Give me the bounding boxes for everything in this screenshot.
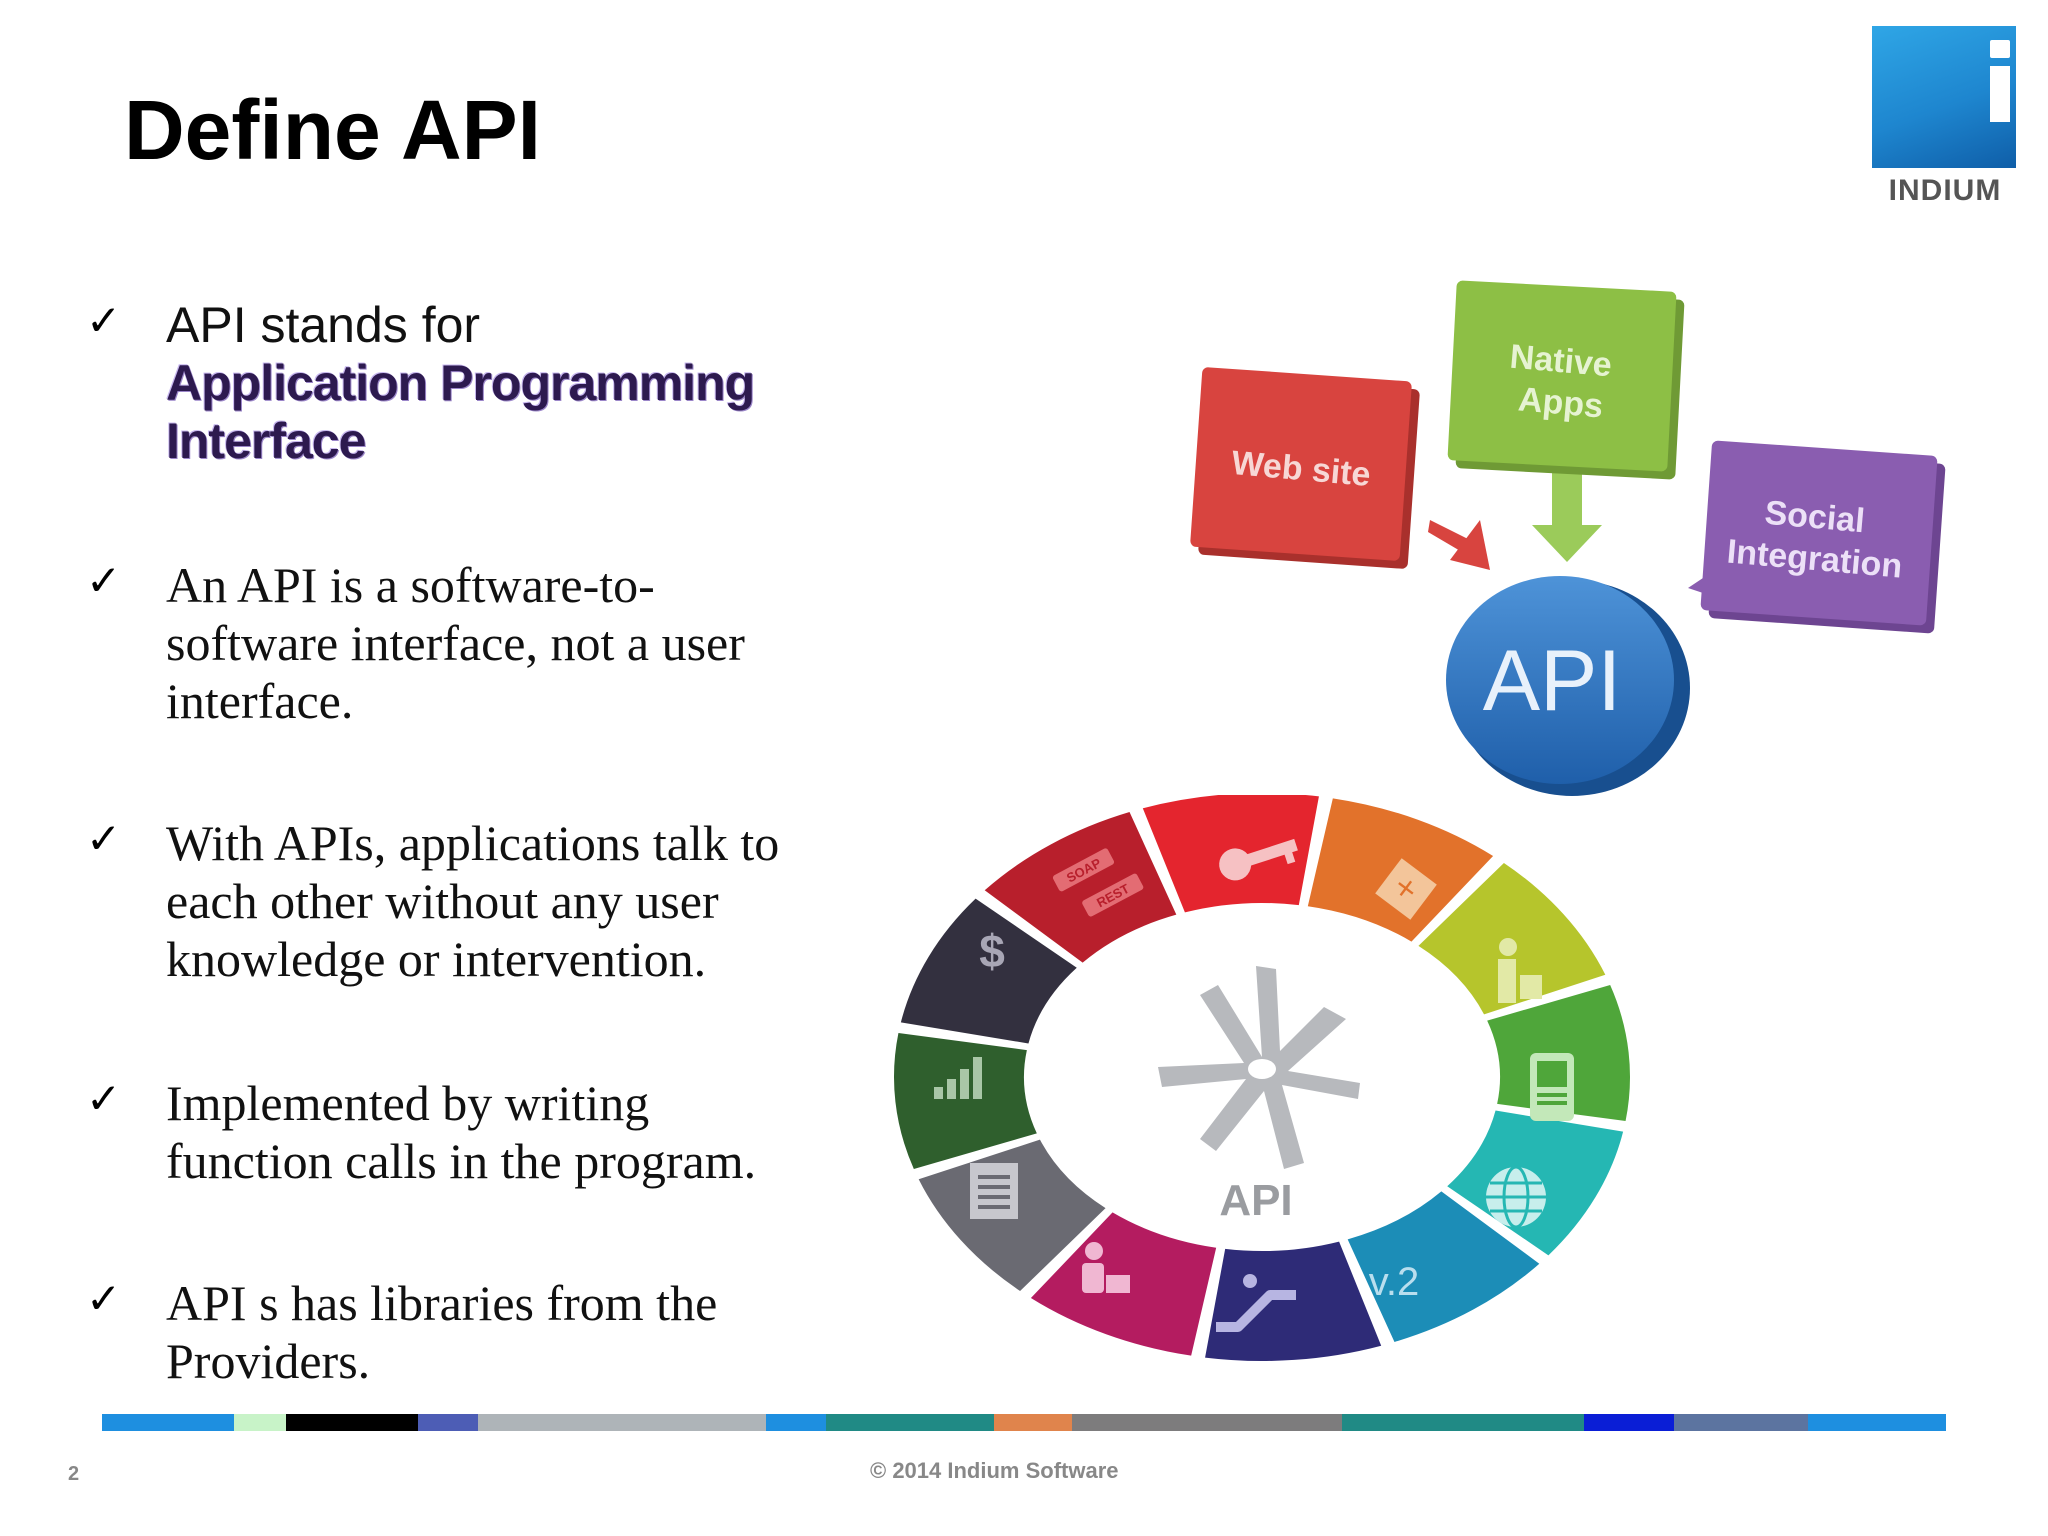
api-circle-label: API — [1483, 633, 1622, 729]
wheel-segments — [894, 795, 1630, 1361]
bullet-line: With APIs, applications talk to — [166, 815, 780, 871]
wheel-segment-escalator — [1205, 1241, 1382, 1361]
wheel-segment-dollar — [900, 898, 1077, 1044]
stripe-segment — [994, 1414, 1072, 1431]
website-box: Web site — [1190, 367, 1420, 569]
wheel-segment-bar-chart — [894, 1033, 1037, 1169]
native-apps-label-line1: Native — [1508, 338, 1613, 385]
stripe-segment — [1674, 1414, 1808, 1431]
social-integration-box: Social Integration — [1700, 440, 1946, 634]
user-upload-icon — [1498, 938, 1542, 1003]
stripe-segment — [102, 1414, 234, 1431]
version-icon: v.2 — [1369, 1260, 1419, 1304]
bullet-line: interface. — [166, 673, 354, 729]
logo-text: INDIUM — [1888, 174, 2002, 207]
stripe-segment — [418, 1414, 478, 1431]
api-star-icon — [1158, 966, 1360, 1169]
wheel-segment-user-upload — [1418, 862, 1606, 1015]
stripe-segment — [1342, 1414, 1584, 1431]
bullet-line: knowledge or intervention. — [166, 931, 707, 987]
native-apps-box: Native Apps — [1447, 280, 1685, 480]
wheel-segment-mobile — [1487, 985, 1630, 1121]
bullet-line: API s has libraries from the — [166, 1275, 718, 1331]
social-label-line1: Social — [1763, 494, 1866, 541]
wheel-segment-version — [1347, 1191, 1540, 1342]
mobile-icon — [1530, 1053, 1574, 1121]
bullet-line: Implemented by writing — [166, 1075, 650, 1131]
check-icon: ✓ — [86, 556, 122, 605]
check-icon: ✓ — [86, 1274, 122, 1323]
stripe-segment — [1808, 1414, 1946, 1431]
check-icon: ✓ — [86, 1074, 122, 1123]
stripe-segment — [766, 1414, 826, 1431]
stripe-segment — [478, 1414, 766, 1431]
color-stripe — [102, 1414, 1946, 1431]
transform-icon: ✕ — [1375, 858, 1437, 920]
page-number: 2 — [68, 1463, 80, 1485]
api-acronym-line1: Application Programming — [166, 355, 755, 411]
bullet-text: API stands for — [166, 297, 481, 353]
slide-title: Define API — [124, 83, 541, 177]
svg-text:✕: ✕ — [1394, 875, 1418, 905]
api-wheel-diagram: API $ SOAP REST ✕ — [894, 795, 1630, 1361]
bullet-line: An API is a software-to- — [166, 557, 655, 613]
indium-logo: INDIUM — [1870, 26, 2020, 207]
globe-icon — [1486, 1165, 1546, 1229]
wheel-api-label: API — [1219, 1176, 1292, 1225]
bar-chart-icon — [934, 1057, 982, 1099]
document-icon — [970, 1163, 1018, 1219]
wheel-segment-soap-rest — [984, 812, 1177, 963]
dollar-icon: $ — [979, 925, 1005, 977]
stripe-segment — [286, 1414, 418, 1431]
bullet-line: software interface, not a user — [166, 615, 745, 671]
check-icon: ✓ — [86, 814, 122, 863]
bullet-line: function calls in the program. — [166, 1133, 757, 1189]
developer-icon — [1082, 1242, 1130, 1293]
api-acronym-line2: Interface — [166, 413, 366, 469]
stripe-segment — [1072, 1414, 1342, 1431]
stripe-segment — [1584, 1414, 1674, 1431]
arrow-native-to-api — [1532, 470, 1602, 562]
escalator-icon — [1216, 1274, 1296, 1332]
key-icon — [1219, 838, 1298, 881]
check-icon: ✓ — [86, 296, 122, 345]
footer-copyright: © 2014 Indium Software — [870, 1458, 1119, 1483]
bullet-line: each other without any user — [166, 873, 719, 929]
native-apps-label-line2: Apps — [1517, 380, 1605, 425]
stripe-segment — [234, 1414, 286, 1431]
arrow-website-to-api — [1428, 520, 1490, 570]
api-circle: API — [1446, 576, 1690, 796]
stripe-segment — [826, 1414, 994, 1431]
api-consumers-diagram: Web site Native Apps Social Integration … — [1190, 280, 1946, 796]
bullet-line: Providers. — [166, 1333, 371, 1389]
logo-mark — [1872, 26, 2016, 168]
